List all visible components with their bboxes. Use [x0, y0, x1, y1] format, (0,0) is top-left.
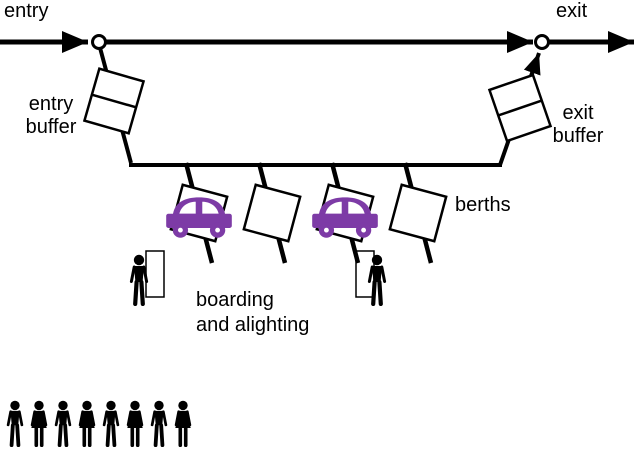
- exit-label: exit: [556, 0, 588, 22]
- entry-buffer-label-line2: buffer: [26, 116, 77, 138]
- berth-square: [242, 183, 302, 243]
- queue-man-icon: [56, 401, 70, 445]
- queue-man-icon: [152, 401, 166, 445]
- berth-square: [388, 183, 448, 243]
- queue-woman-icon: [77, 400, 97, 447]
- berths-label: berths: [455, 194, 511, 216]
- queue-man-icon: [8, 401, 22, 445]
- entry-buffer-box: [82, 67, 146, 135]
- boarding-label-line1: boarding: [196, 289, 274, 311]
- queue-man-icon: [104, 401, 118, 445]
- entry-junction-node: [91, 34, 107, 50]
- exit-buffer-label-line1: exit: [562, 102, 594, 124]
- entry-label: entry: [4, 0, 48, 22]
- queue-woman-icon: [29, 400, 49, 447]
- exit-buffer-label-line2: buffer: [553, 125, 604, 147]
- boarding-person-icon: [131, 255, 146, 304]
- waiting-queue: [8, 400, 193, 447]
- exit-junction-node: [534, 34, 550, 50]
- exit-buffer-box: [487, 73, 553, 143]
- boarding-person-icon: [369, 255, 384, 304]
- boarding-label-line2: and alighting: [196, 314, 309, 336]
- entry-buffer-label-line1: entry: [29, 93, 73, 115]
- queue-woman-icon: [173, 400, 193, 447]
- queue-woman-icon: [125, 400, 145, 447]
- boarding-slot-rect: [145, 250, 165, 298]
